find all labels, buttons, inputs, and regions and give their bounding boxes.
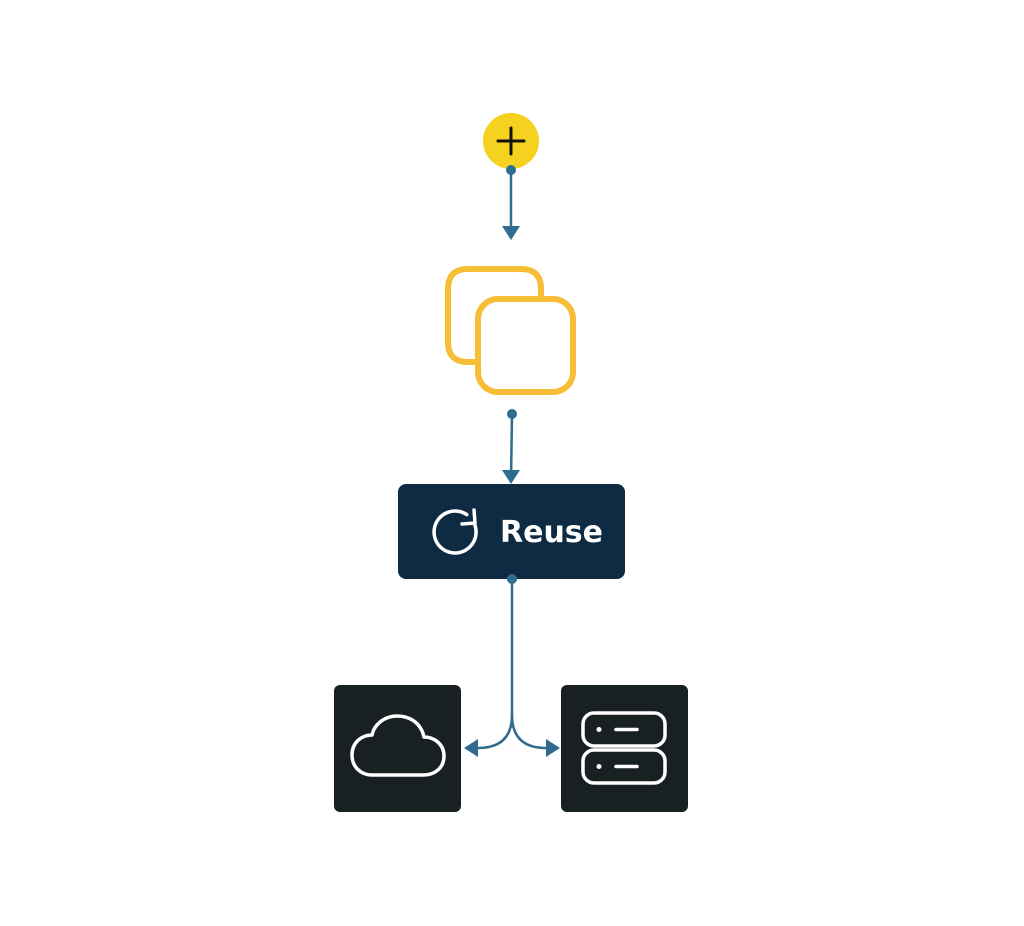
reuse-node[interactable]: Reuse [398, 484, 625, 579]
plus-icon [496, 126, 526, 156]
connector-copy-to-reuse [502, 409, 520, 484]
arrowhead-left [464, 739, 478, 757]
cloud-node-box[interactable] [334, 685, 461, 812]
cloud-node[interactable] [334, 685, 461, 812]
connector-line-right [510, 714, 547, 750]
reuse-node-box[interactable] [398, 484, 625, 579]
server-node[interactable] [561, 685, 688, 812]
connector-line-left [477, 579, 514, 750]
arrowhead [502, 470, 520, 484]
connector-reuse-split [464, 574, 560, 757]
cloud-icon [350, 714, 446, 777]
server-status-dots [596, 727, 602, 769]
arrowhead-right [546, 739, 560, 757]
connector-start-to-copy [502, 165, 520, 240]
copy-node[interactable] [445, 266, 576, 395]
copy-icon [445, 266, 576, 395]
start-node[interactable] [483, 113, 539, 169]
reuse-label: Reuse [500, 515, 603, 550]
refresh-icon [432, 508, 478, 555]
arrowhead [502, 226, 520, 240]
server-icon [581, 711, 667, 785]
